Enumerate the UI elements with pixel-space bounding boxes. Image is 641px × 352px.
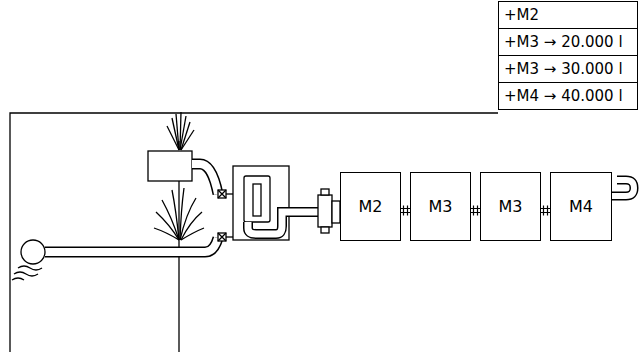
water-wave: [14, 272, 38, 276]
module-coupling: [401, 206, 410, 216]
tank-module: M3: [480, 172, 541, 241]
water-wave: [12, 278, 24, 280]
table-cell: +M3 → 30.000 l: [498, 55, 638, 83]
volume-label: +M3 → 20.000 l: [504, 33, 623, 51]
module-coupling: [471, 206, 480, 216]
valve: [218, 190, 226, 241]
filter-insert: [244, 176, 270, 222]
tank-module: M3: [410, 172, 471, 241]
floating-intake: [21, 240, 45, 264]
volume-label: +M3 → 30.000 l: [504, 60, 623, 78]
tank-module: M4: [550, 172, 612, 241]
site-frame: [10, 113, 498, 352]
module-label: M3: [429, 197, 453, 216]
overflow-pipe: [612, 180, 634, 196]
plant: [154, 188, 204, 240]
tank-module: M2: [340, 172, 401, 241]
outlet-pipe: [248, 212, 322, 234]
grass-top: [167, 112, 194, 150]
module-coupling: [541, 206, 550, 216]
module-label: M2: [359, 197, 383, 216]
pipes: [45, 164, 233, 252]
volume-label: +M4 → 40.000 l: [504, 87, 623, 105]
water-wave: [18, 266, 42, 270]
volume-label: +M2: [504, 6, 539, 24]
table-cell: +M2: [498, 1, 638, 29]
table-cell: +M3 → 20.000 l: [498, 28, 638, 56]
house-wall: [178, 181, 179, 352]
module-label: M3: [499, 197, 523, 216]
filter-slot: [253, 184, 261, 216]
module-label: M4: [569, 197, 593, 216]
downpipe-filter: [148, 151, 192, 181]
table-cell: +M4 → 40.000 l: [498, 82, 638, 110]
pipe-fitting: [318, 189, 340, 233]
